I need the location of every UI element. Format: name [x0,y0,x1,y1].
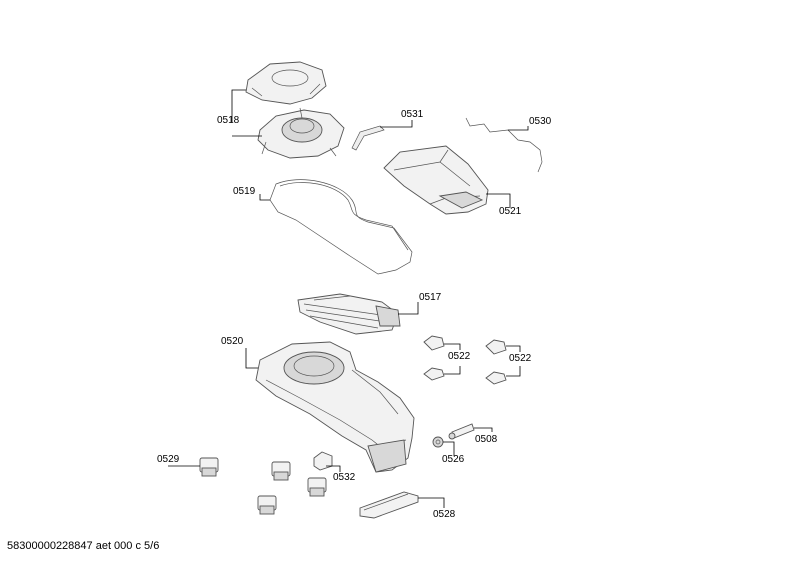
label-0508: 0508 [475,434,498,445]
label-0519: 0519 [233,186,256,197]
part-0529-feet[interactable] [199,457,327,515]
part-0519-gasket[interactable] [269,179,413,275]
label-0517: 0517 [419,292,442,303]
label-0522-right: 0522 [509,353,532,364]
part-0517-heating-element[interactable] [297,293,401,335]
label-0532: 0532 [333,472,356,483]
part-0531-bracket[interactable] [351,125,385,151]
label-0522-left: 0522 [448,351,471,362]
label-0521: 0521 [499,206,522,217]
part-0526-nut[interactable] [432,436,444,448]
part-0530-wire[interactable] [465,117,543,173]
label-0529: 0529 [157,454,180,465]
label-0518: 0518 [217,115,240,126]
part-0528-bar[interactable] [359,491,419,519]
part-0532-cap[interactable] [313,451,333,471]
part-0520-main-housing[interactable] [255,341,415,473]
label-0530: 0530 [529,116,552,127]
document-id-footer: 58300000228847 aet 000 c 5/6 [7,540,160,552]
label-0528: 0528 [433,509,456,520]
part-0521-air-duct[interactable] [383,145,489,215]
label-0526: 0526 [442,454,465,465]
label-0520: 0520 [221,336,244,347]
label-0531: 0531 [401,109,424,120]
part-0508-sensor[interactable] [448,423,475,440]
part-0518-fan-assembly[interactable] [245,61,345,159]
part-0522-clip-left[interactable] [423,335,445,381]
part-0522-clip-right[interactable] [485,339,507,385]
